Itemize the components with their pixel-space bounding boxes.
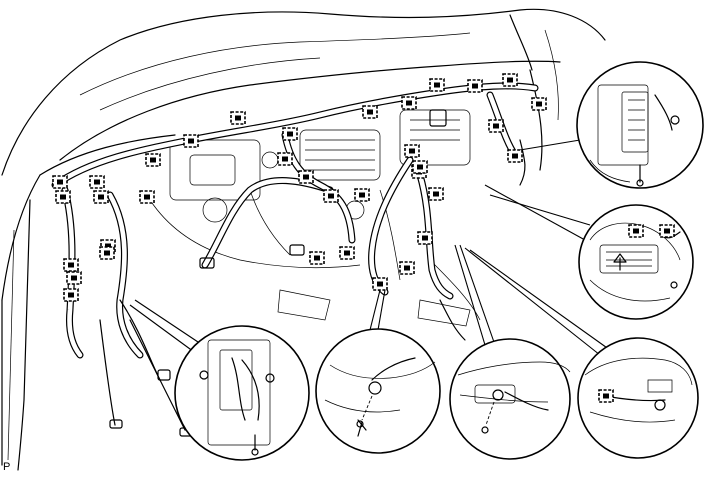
clip-marker	[531, 97, 547, 111]
far-right-clamp-detail	[577, 337, 699, 459]
vehicle-body-outline	[1, 8, 606, 471]
clip-marker	[183, 134, 199, 148]
right-bottom-bolt-detail	[449, 338, 571, 460]
clip-marker	[277, 152, 293, 166]
clip-marker	[145, 153, 161, 167]
clip-marker	[488, 119, 504, 133]
left-bottom-bracket-detail	[174, 325, 310, 461]
dashboard-frame	[149, 109, 481, 327]
clip-marker	[362, 105, 378, 119]
center-bottom-bolt-detail	[315, 328, 441, 454]
clip-marker	[404, 144, 420, 158]
clip-marker	[354, 188, 370, 202]
clip-marker	[93, 190, 109, 204]
clip-marker	[417, 231, 433, 245]
clip-marker	[399, 261, 415, 275]
clip-marker	[66, 271, 82, 285]
clip-marker	[507, 149, 523, 163]
clip-marker	[63, 288, 79, 302]
clip-marker	[63, 258, 79, 272]
clip-marker	[339, 246, 355, 260]
clip-markers	[52, 73, 675, 403]
clip-marker	[139, 190, 155, 204]
clip-marker	[52, 175, 68, 189]
clip-marker	[55, 190, 71, 204]
clip-marker	[598, 389, 614, 403]
clip-marker	[298, 170, 314, 184]
clip-marker	[309, 251, 325, 265]
clip-marker	[89, 175, 105, 189]
figure-corner-label: P	[3, 461, 11, 473]
clip-marker	[282, 127, 298, 141]
clip-marker	[230, 111, 246, 125]
leader-lines	[129, 139, 611, 361]
clip-marker	[467, 79, 483, 93]
clip-marker	[428, 187, 444, 201]
clip-marker	[628, 224, 644, 238]
top-right-connector-detail	[576, 61, 704, 189]
clip-marker	[323, 189, 339, 203]
clip-marker	[401, 96, 417, 110]
clip-marker	[502, 73, 518, 87]
clip-marker	[429, 78, 445, 92]
right-connector-detail	[578, 204, 694, 320]
clip-marker	[412, 160, 428, 174]
clip-marker	[372, 277, 388, 291]
clip-marker	[659, 224, 675, 238]
clip-marker	[99, 246, 115, 260]
